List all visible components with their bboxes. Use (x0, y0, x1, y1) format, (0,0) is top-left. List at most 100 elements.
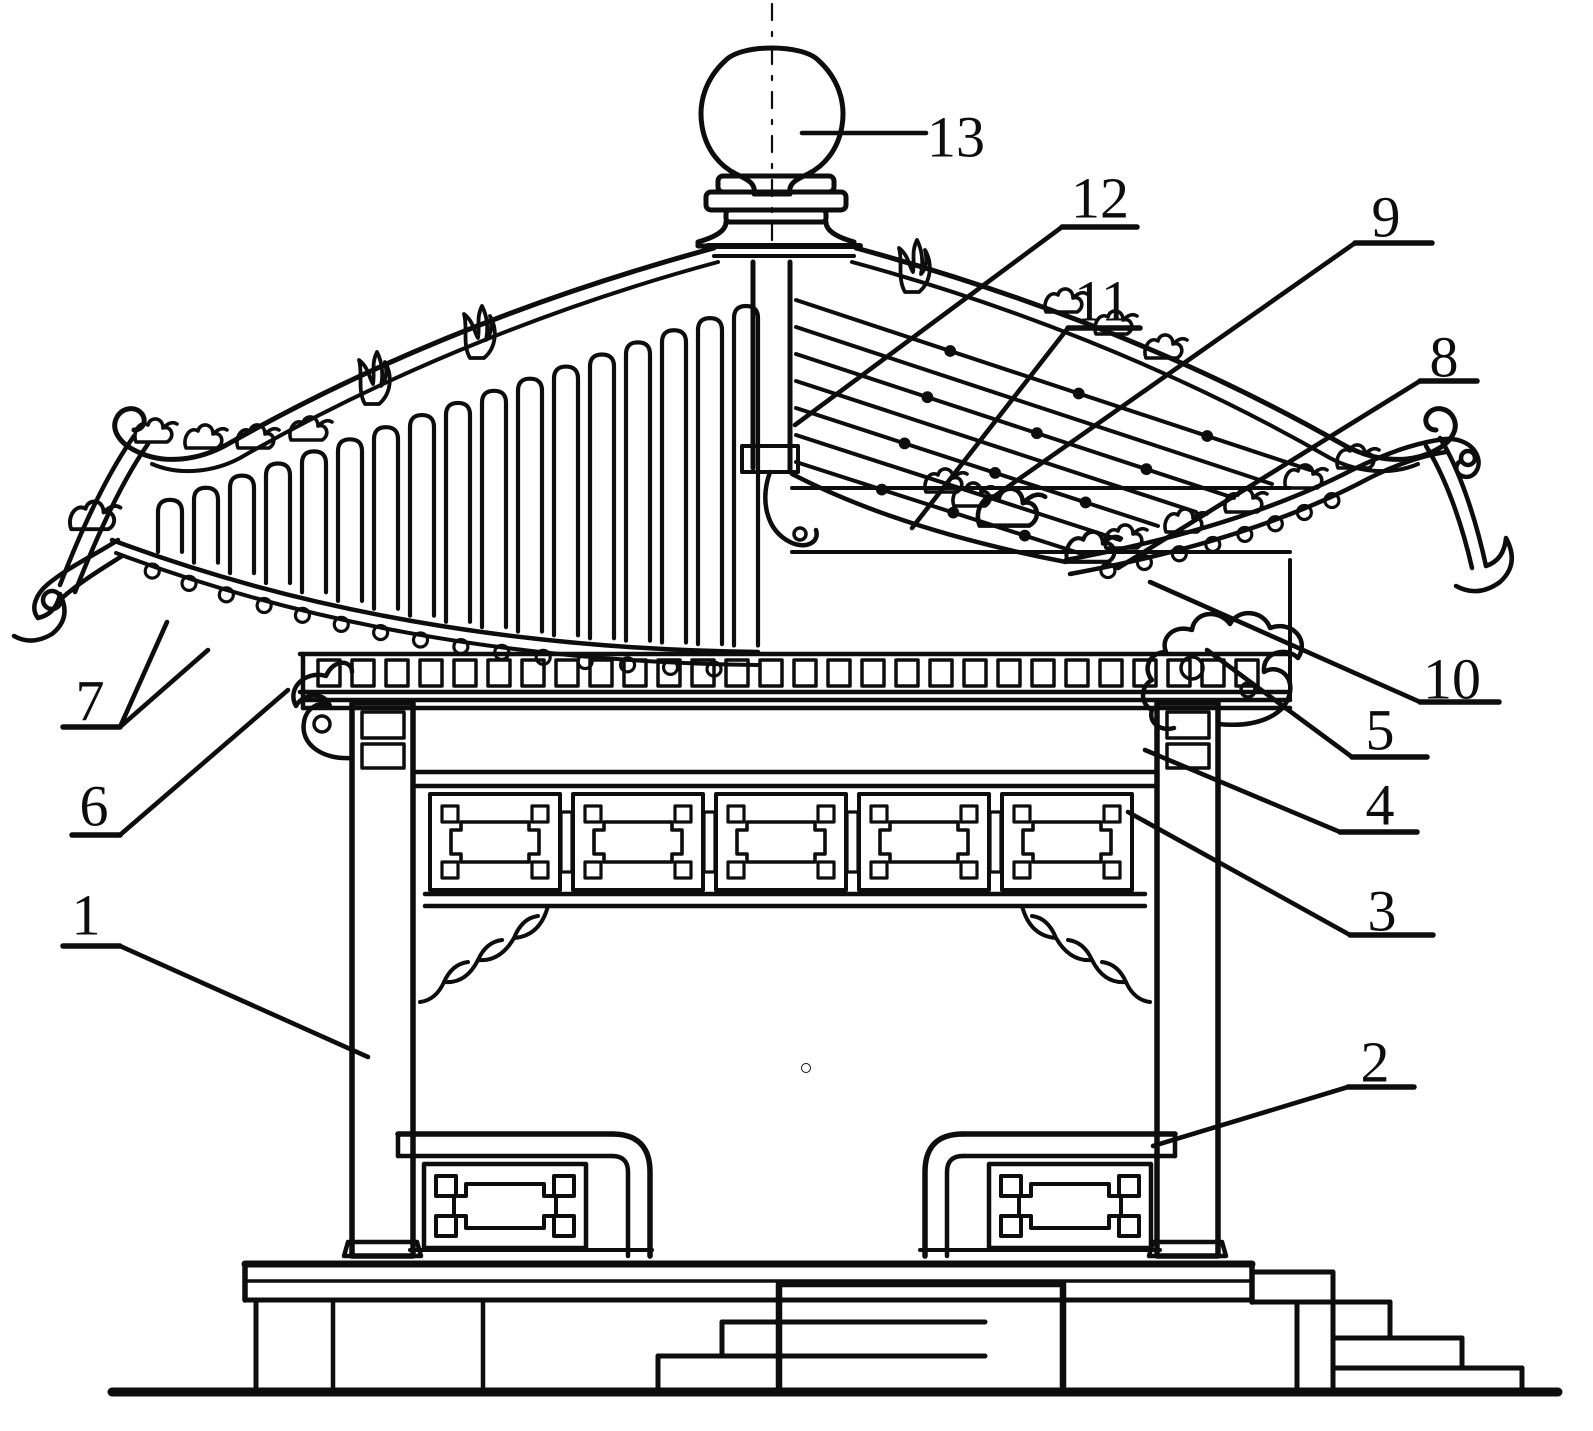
purlins (790, 486, 1292, 702)
drip-tile (255, 596, 273, 615)
roof-tile-line (794, 325, 1274, 486)
callout-number: 13 (927, 105, 985, 170)
roof-tile-strip (695, 316, 725, 647)
callout-number: 8 (1430, 325, 1459, 390)
drip-tile (1135, 553, 1153, 572)
rafter-end (418, 658, 444, 688)
frieze-connector (845, 810, 860, 874)
callout-number: 12 (1071, 166, 1129, 231)
frieze-panel (857, 792, 1003, 892)
callout-9: 9 (979, 185, 1435, 508)
rafter-end (1200, 658, 1226, 688)
leader-line (909, 325, 1071, 531)
rafter-end (690, 658, 716, 688)
leader-line (1147, 579, 1423, 705)
ridge-beast (1335, 443, 1381, 470)
roof (11, 238, 1514, 702)
drip-tile (1266, 515, 1284, 533)
left-ridge (112, 245, 720, 474)
roof-tile-strip (731, 303, 761, 648)
frieze-panel (714, 792, 860, 892)
leader-line (1125, 809, 1353, 938)
rafter-end (962, 658, 988, 688)
eave-dragon-hook (763, 469, 819, 548)
right-roof-tile-lines (794, 298, 1312, 556)
rafter-end (792, 658, 818, 688)
callout-2: 2 (1150, 1030, 1417, 1149)
ridge-beast (1283, 463, 1329, 490)
callout-5: 5 (1204, 647, 1430, 763)
lattice-frieze (428, 792, 1134, 892)
drip-tile (1204, 535, 1222, 554)
rafter-end (758, 658, 784, 688)
left-column (291, 660, 424, 1259)
rafter-end (894, 658, 920, 688)
drip-tile (411, 631, 430, 649)
ridge-beast (288, 415, 334, 442)
roof-tile-line (794, 298, 1312, 472)
platform (107, 1260, 1563, 1397)
frieze-panel (428, 792, 574, 892)
roof-tile-strip (191, 485, 221, 565)
rafter-end (724, 658, 750, 688)
right-eave-drip-tiles (1099, 491, 1341, 580)
roof-tile-line (794, 352, 1236, 500)
roof-tile-strip (515, 376, 545, 634)
callout-number: 7 (76, 669, 105, 734)
callout-3: 3 (1125, 809, 1436, 944)
rafter-end (928, 658, 954, 688)
drip-tile (1295, 503, 1313, 522)
centerline (770, 2, 811, 1073)
callout-7: 7 (60, 619, 211, 734)
roof-tile-line (794, 460, 1084, 556)
callout-4: 4 (1142, 747, 1420, 838)
ridge-beast (235, 423, 281, 450)
roof-tile-strip (551, 364, 581, 638)
roof-tile-strip (299, 449, 329, 595)
callout-1: 1 (60, 883, 371, 1060)
roof-tile-strip (407, 412, 437, 618)
drip-tile (1236, 525, 1254, 544)
finial-flare (695, 219, 857, 249)
interior-steps (655, 1319, 988, 1395)
leader-line (1150, 1084, 1351, 1149)
frieze-panel (571, 792, 717, 892)
drip-tile (217, 586, 235, 604)
roof-tile-strip (155, 497, 185, 554)
callout-8: 8 (1115, 325, 1480, 571)
left-roof-tiles (155, 303, 761, 648)
right-ridge (850, 245, 1458, 474)
rafter-end (350, 658, 376, 688)
leader-line (1142, 747, 1343, 835)
callout-number: 6 (80, 774, 109, 839)
drip-tile (180, 574, 198, 592)
roof-tile-strip (623, 340, 653, 643)
frieze-rails (410, 769, 1160, 909)
roof-tile-strip (587, 352, 617, 641)
rafter-end (452, 658, 478, 688)
rafter-end (860, 658, 886, 688)
leader-line (1204, 647, 1355, 760)
ridge-beast (1064, 529, 1124, 564)
finial (695, 45, 857, 249)
drip-tile (372, 623, 390, 642)
callout-number: 1 (72, 883, 101, 948)
right-scroll-spandrel (1020, 904, 1152, 1004)
drip-tile (143, 562, 161, 580)
finial-ball (698, 45, 846, 197)
frieze-connector (988, 810, 1003, 874)
callout-number: 2 (1361, 1030, 1390, 1095)
rafter-end (622, 658, 648, 688)
roof-tile-strip (335, 437, 365, 604)
callout-number: 4 (1366, 773, 1395, 838)
leader-line (1115, 378, 1423, 571)
callout-number: 11 (1074, 269, 1130, 334)
pavilion-drawing (11, 2, 1563, 1397)
left-scroll-spandrel (418, 904, 550, 1004)
front-ridge-strip (740, 259, 1069, 565)
rafter-end (486, 658, 512, 688)
left-railing-lattice (434, 1174, 576, 1238)
roof-tile-strip (659, 328, 689, 645)
leader-line (117, 619, 170, 730)
